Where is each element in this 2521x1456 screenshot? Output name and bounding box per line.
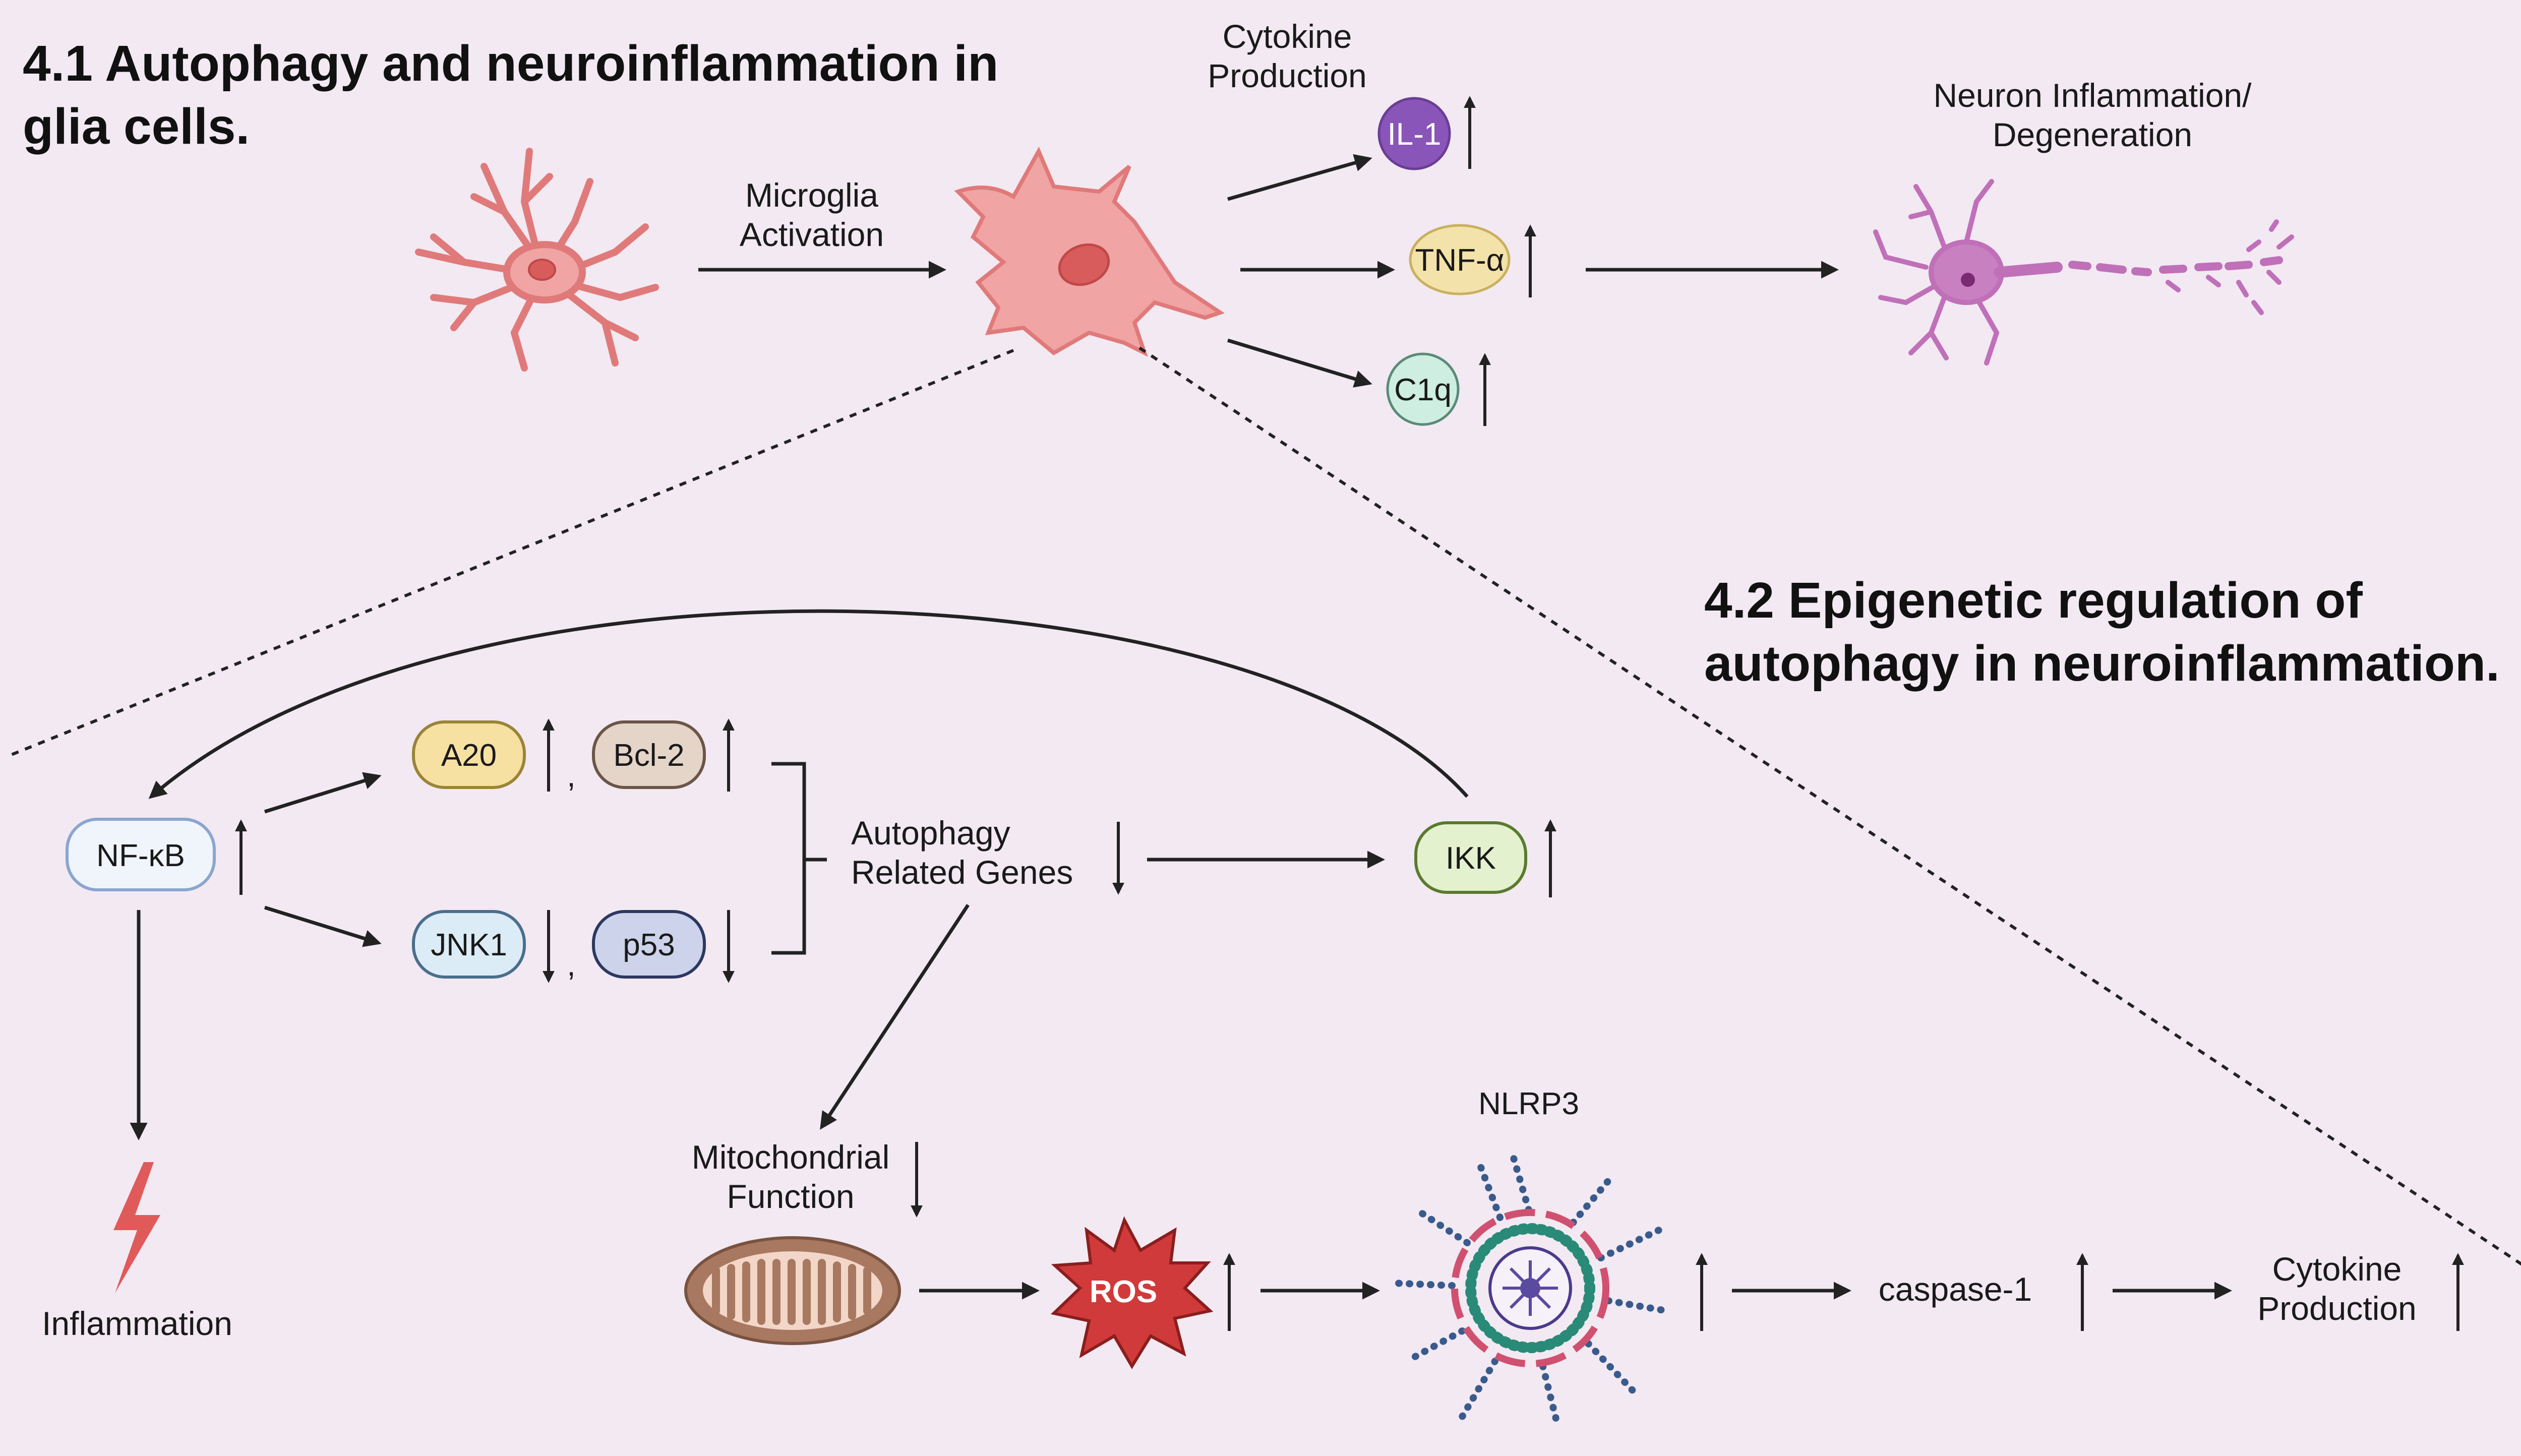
arrow-to-mitochondria [820,904,970,1130]
section2-title-line1: 4.2 Epigenetic regulation of [1704,572,2363,629]
ros-burst-icon [1050,1216,1214,1369]
section1-title-line2: glia cells. [23,98,250,155]
bottom-cytokine-production-label-1: Cytokine [2272,1250,2402,1288]
zoom-line-left [7,349,1014,758]
ikk-label: IKK [1446,841,1496,876]
jnk1-label: JNK1 [431,928,507,962]
resting-glia-icon [415,148,659,372]
ikk-to-nfkb-feedback-arrow [148,609,1469,799]
autophagy-genes-label-1: Autophagy [851,814,1010,852]
tnfa-label: TNF-α [1415,243,1504,278]
jnk1-node [412,910,526,979]
separator-1: , [567,759,575,794]
nlrp3-inflammasome-icon [1391,1151,1670,1430]
neuron-label-2: Degeneration [1993,116,2192,153]
arrow-to-il1 [1227,154,1372,201]
a20-label: A20 [441,738,497,773]
microglia-activation-label-2: Activation [740,216,884,253]
ikk-node [1414,821,1527,894]
grouping-bracket [771,762,827,955]
mito-function-label-1: Mitochondrial [692,1138,890,1176]
section1-title-line1: 4.1 Autophagy and neuroinflammation in [23,35,998,92]
neuron-label-1: Neuron Inflammation/ [1934,77,2252,114]
il1-node [1377,97,1451,170]
ros-label: ROS [1090,1275,1157,1309]
p53-label: p53 [623,928,675,962]
degenerating-neuron-icon [1873,179,2294,366]
tnfa-node [1409,224,1511,295]
autophagy-genes-label-2: Related Genes [851,854,1073,891]
bottom-cytokine-production-label-2: Production [2257,1290,2417,1327]
nfkb-node [66,818,216,891]
p53-node [592,910,706,979]
arrow-to-c1q [1227,338,1372,388]
il1-label: IL-1 [1388,117,1442,152]
nlrp3-label: NLRP3 [1478,1086,1579,1121]
section2-title-line2: autophagy in neuroinflammation. [1704,635,2500,692]
separator-2: , [567,948,575,983]
bcl2-node [592,720,706,789]
microglia-activation-label-1: Microglia [745,176,878,214]
a20-node [412,720,526,789]
c1q-label: C1q [1394,373,1452,407]
c1q-node [1386,352,1460,426]
inflammation-label: Inflammation [42,1305,232,1342]
arrow-to-a20 [264,772,382,814]
bcl2-label: Bcl-2 [613,738,684,773]
top-cytokine-production-label-2: Production [1208,57,1367,94]
zoom-line-right [1138,346,2521,1266]
activated-microglia-icon [954,146,1225,357]
nfkb-label: NF-κB [96,838,185,873]
caspase-label: caspase-1 [1879,1270,2032,1308]
arrow-to-jnk1 [264,905,382,947]
mitochondrion-icon [684,1236,901,1345]
mito-function-label-2: Function [727,1178,854,1215]
lightning-icon [113,1162,160,1293]
top-cytokine-production-label-1: Cytokine [1223,18,1352,55]
